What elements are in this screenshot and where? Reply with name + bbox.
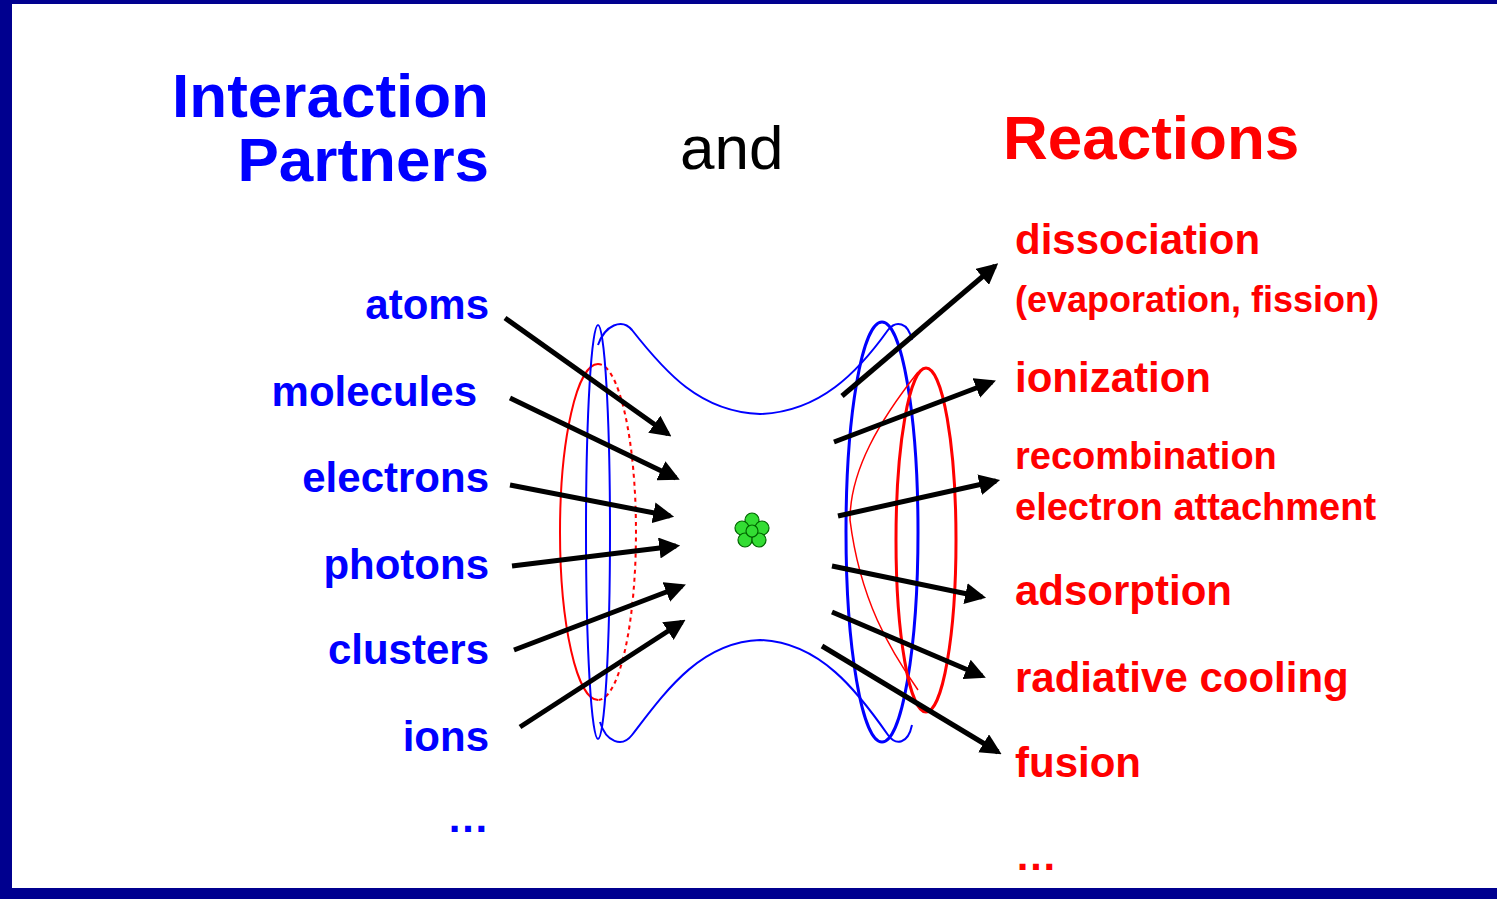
- field-ring: [560, 364, 636, 700]
- partner-label: molecules: [272, 368, 477, 416]
- ellipsis: …: [447, 794, 489, 842]
- reaction-label: radiative cooling: [1015, 654, 1349, 702]
- partner-label: electrons: [302, 454, 489, 502]
- reaction-label: fusion: [1015, 739, 1141, 787]
- reaction-note: (evaporation, fission): [1015, 279, 1379, 320]
- partner-label: photons: [323, 541, 489, 589]
- arrow: [505, 318, 682, 727]
- field-ring: [598, 364, 636, 700]
- trap-electrode: [600, 640, 912, 742]
- trap-electrode: [598, 324, 912, 414]
- field-ring: [598, 364, 636, 700]
- partner-label: clusters: [328, 626, 489, 674]
- frame-bar: [0, 888, 1497, 899]
- heading-conjunction: and: [680, 112, 783, 183]
- reaction-label: dissociation: [1015, 216, 1260, 264]
- heading: Interaction Partners: [172, 64, 489, 192]
- ellipsis: …: [1015, 832, 1057, 880]
- reaction-label: ionization: [1015, 354, 1211, 402]
- cluster-icon: [735, 513, 769, 547]
- frame-bar: [0, 0, 12, 899]
- arrow: [822, 266, 998, 752]
- frame-bar: [0, 0, 1497, 4]
- reaction-label: recombination electron attachment: [1015, 431, 1405, 533]
- reaction-label: adsorption: [1015, 567, 1232, 615]
- partner-label: ions: [403, 713, 489, 761]
- partner-label: atoms: [365, 281, 489, 329]
- heading: Reactions: [1003, 102, 1299, 173]
